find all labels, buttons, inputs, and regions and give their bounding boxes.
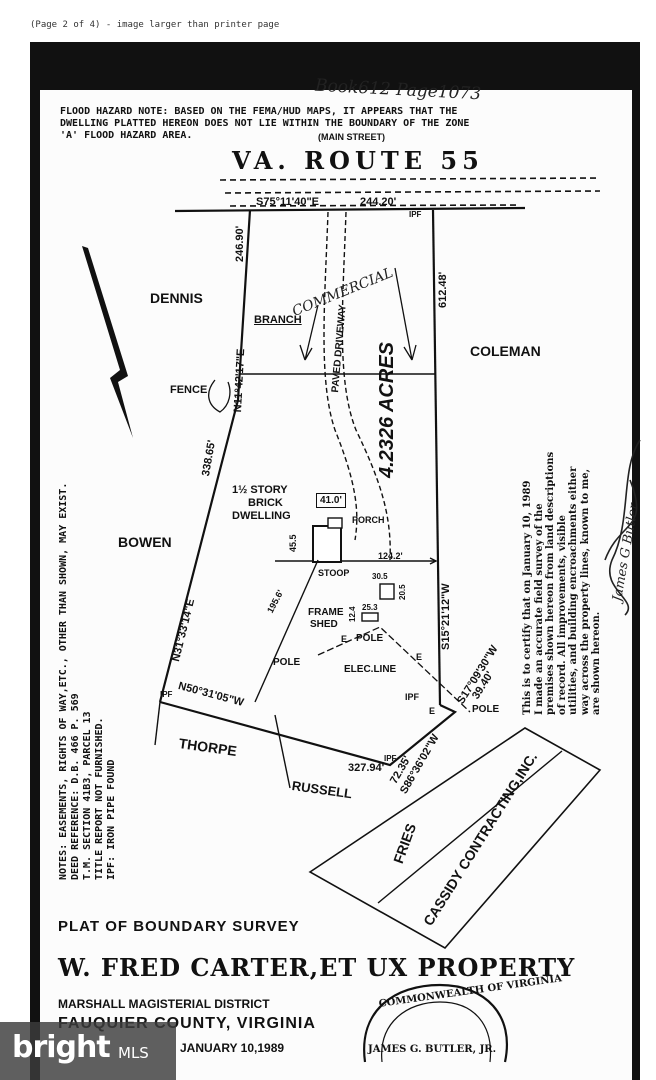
paved-driveway-lines: [323, 211, 391, 561]
neighbor-coleman: COLEMAN: [470, 343, 541, 359]
porch-outline: [327, 517, 343, 529]
east-boundary: [431, 209, 442, 706]
certification-line: premises shown hereon from land descript…: [545, 451, 556, 715]
dwelling-width: 41.0': [316, 493, 346, 508]
survey-date: JANUARY 10,1989: [180, 1041, 285, 1055]
flood-note-line1: FLOOD HAZARD NOTE: BASED ON THE FEMA/HUD…: [60, 106, 458, 117]
west-upper-distance: 246.90': [234, 225, 246, 262]
north-line-distance: 244.20': [360, 196, 397, 208]
seal-inner-ring: [381, 1001, 492, 1063]
small-shed-depth: 20.5: [398, 584, 407, 600]
small-shed-width: 30.5: [372, 572, 388, 581]
note-line: TITLE REPORT NOT FURNISHED.: [94, 717, 105, 880]
frame-shed-depth: 12.4: [348, 606, 357, 622]
road-name: VA. ROUTE 55: [232, 146, 484, 175]
note-line: DEED REFERENCE: D.B. 466 P. 569: [70, 693, 81, 880]
porch-label: PORCH: [352, 515, 385, 525]
offset-distance: 124.2': [378, 551, 403, 561]
certification-line: I made an accurate field survey of the: [533, 503, 545, 715]
pole-label-3: POLE: [472, 704, 500, 715]
note-line: T.M. SECTION 41B3, PARCEL 13: [82, 711, 93, 880]
north-arrow: [82, 246, 133, 438]
dwelling-label-line2: BRICK: [248, 497, 283, 509]
certification-line: are shown hereon.: [591, 611, 602, 715]
ipf-label-sw: IPF: [160, 690, 173, 699]
north-line: [174, 206, 526, 213]
frame-shed-outline: [361, 612, 379, 622]
certification-line: This is to certify that on January 10, 1…: [522, 480, 533, 715]
signature-stroke: [604, 439, 641, 616]
east-lower-bearing: S15°21'12"W: [440, 583, 452, 650]
acreage-label: 4.2326 ACRES: [376, 342, 398, 478]
south-boundary: [159, 700, 458, 767]
west-boundary: [158, 209, 252, 703]
dwelling-label-line1: 1½ STORY: [232, 484, 288, 496]
survey-notes: NOTES: EASEMENTS, RIGHTS OF WAY,ETC., OT…: [58, 483, 118, 880]
road-alt-name: (MAIN STREET): [318, 132, 385, 142]
ipf-label-south: IPF: [384, 754, 397, 763]
owner-title: W. FRED CARTER,ET UX PROPERTY: [58, 953, 576, 982]
distance-195-line: [254, 559, 319, 703]
fence-label: FENCE: [170, 384, 208, 396]
ipf-label-ne: IPF: [409, 210, 422, 219]
note-line: NOTES: EASEMENTS, RIGHTS OF WAY,ETC., OT…: [58, 482, 69, 880]
north-line-bearing: S75°11'40"E: [256, 196, 320, 208]
plat-sheet: [40, 90, 632, 1080]
watermark-brand: bright: [12, 1030, 111, 1065]
certification-line: way across the property lines, known to …: [579, 468, 591, 715]
elec-line: [317, 626, 471, 713]
surveyor-certification: This is to certify that on January 10, 1…: [522, 452, 603, 715]
dwelling-depth: 45.5: [288, 534, 298, 552]
south-distance: 327.94': [348, 762, 385, 774]
flood-note-line3: 'A' FLOOD HAZARD AREA.: [60, 130, 193, 141]
note-line: IPF: IRON PIPE FOUND: [106, 759, 117, 880]
neighbor-bowen: BOWEN: [118, 534, 172, 550]
elec-marker-2: E: [416, 652, 423, 662]
pole-label-1: POLE: [273, 657, 301, 668]
bright-mls-watermark: bright MLS: [0, 1022, 176, 1080]
stoop-label: STOOP: [318, 568, 350, 578]
page-header-note: (Page 2 of 4) - image larger than printe…: [30, 20, 280, 30]
east-distance: 612.48': [437, 271, 449, 308]
flood-note-line2: DWELLING PLATTED HEREON DOES NOT LIE WIT…: [60, 118, 470, 129]
frame-label: FRAME: [308, 607, 344, 618]
shed-label: SHED: [310, 619, 338, 630]
road-lines: [219, 177, 601, 207]
certification-line: utilities, and building encroachments ei…: [568, 466, 579, 715]
district-label: MARSHALL MAGISTERIAL DISTRICT: [58, 997, 270, 1011]
watermark-suffix: MLS: [118, 1044, 149, 1062]
pole-label-2: POLE: [356, 633, 384, 644]
frame-shed-width: 25.3: [362, 603, 378, 612]
branch-label: BRANCH: [254, 314, 302, 326]
fries-cassidy-parcel: [308, 727, 602, 950]
plat-title: PLAT OF BOUNDARY SURVEY: [58, 918, 300, 935]
seal-name: JAMES G. BUTLER, JR.: [368, 1044, 497, 1055]
thorpe-russell-divider: [274, 714, 291, 789]
neighbor-dennis: DENNIS: [150, 290, 203, 306]
certification-line: of record. All improvements, visible: [556, 514, 568, 715]
dwelling-label-line3: DWELLING: [232, 510, 291, 522]
ipf-label-east: IPF: [405, 692, 420, 702]
elec-marker-1: E: [341, 634, 348, 644]
dwelling-outline: [312, 525, 342, 563]
elec-marker-3: E: [429, 706, 436, 716]
elec-line-label: ELEC.LINE: [344, 664, 397, 675]
seal-outer-ring: [363, 983, 508, 1063]
shed-small-outline: [379, 583, 395, 600]
